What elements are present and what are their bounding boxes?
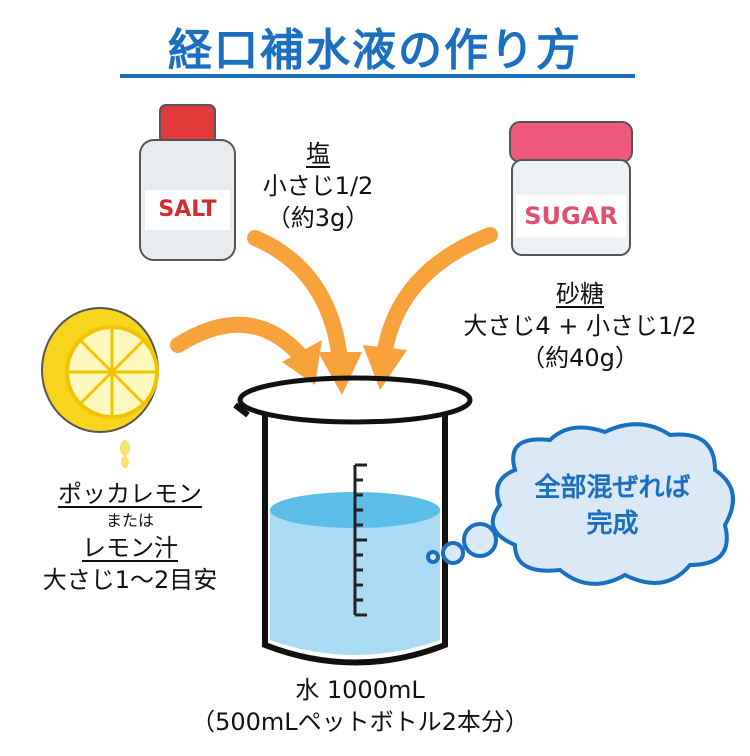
arrow-lemon: [170, 316, 308, 363]
salt-info: 塩 小さじ1/2 （約3g）: [238, 138, 398, 234]
page-title: 経口補水液の作り方: [168, 25, 582, 76]
title-underline: [120, 74, 635, 78]
arrow-sugar: [377, 227, 498, 358]
salt-label: SALT: [158, 197, 217, 222]
arrow-lemon-head: [282, 340, 322, 385]
sugar-grams: （約40g）: [521, 344, 639, 372]
thought-text: 全部混ぜれば 完成: [505, 470, 720, 542]
thought-cloud: [426, 422, 735, 586]
sugar-amount: 大さじ4 + 小さじ1/2: [463, 312, 697, 340]
lemon: [41, 307, 159, 468]
salt-amount: 小さじ1/2: [262, 172, 374, 200]
thought-line-2: 完成: [586, 509, 639, 539]
sugar-label: SUGAR: [524, 202, 618, 230]
sugar-name: 砂糖: [556, 280, 604, 308]
lemon-info: ポッカレモン または レモン汁 大さじ1～2目安: [10, 478, 250, 596]
arrow-sugar-head: [363, 345, 407, 390]
salt-grams: （約3g）: [266, 204, 370, 232]
lemon-amount: 大さじ1～2目安: [42, 566, 218, 594]
arrow-salt-head: [318, 352, 362, 395]
beaker: [233, 375, 473, 666]
lemon-name-1: ポッカレモン: [58, 480, 202, 508]
sugar-jar: [509, 121, 633, 256]
water-note: （500mLペットボトル2本分）: [191, 708, 529, 736]
salt-shaker: [139, 104, 236, 261]
water-info: 水 1000mL （500mLペットボトル2本分）: [150, 674, 570, 738]
arrow-salt: [247, 230, 348, 368]
thought-line-1: 全部混ぜれば: [534, 473, 691, 503]
water-amount: 水 1000mL: [295, 676, 425, 704]
salt-name: 塩: [306, 140, 330, 168]
sugar-info: 砂糖 大さじ4 + 小さじ1/2 （約40g）: [420, 278, 740, 374]
lemon-name-2: レモン汁: [82, 534, 178, 562]
lemon-or: または: [105, 511, 154, 530]
